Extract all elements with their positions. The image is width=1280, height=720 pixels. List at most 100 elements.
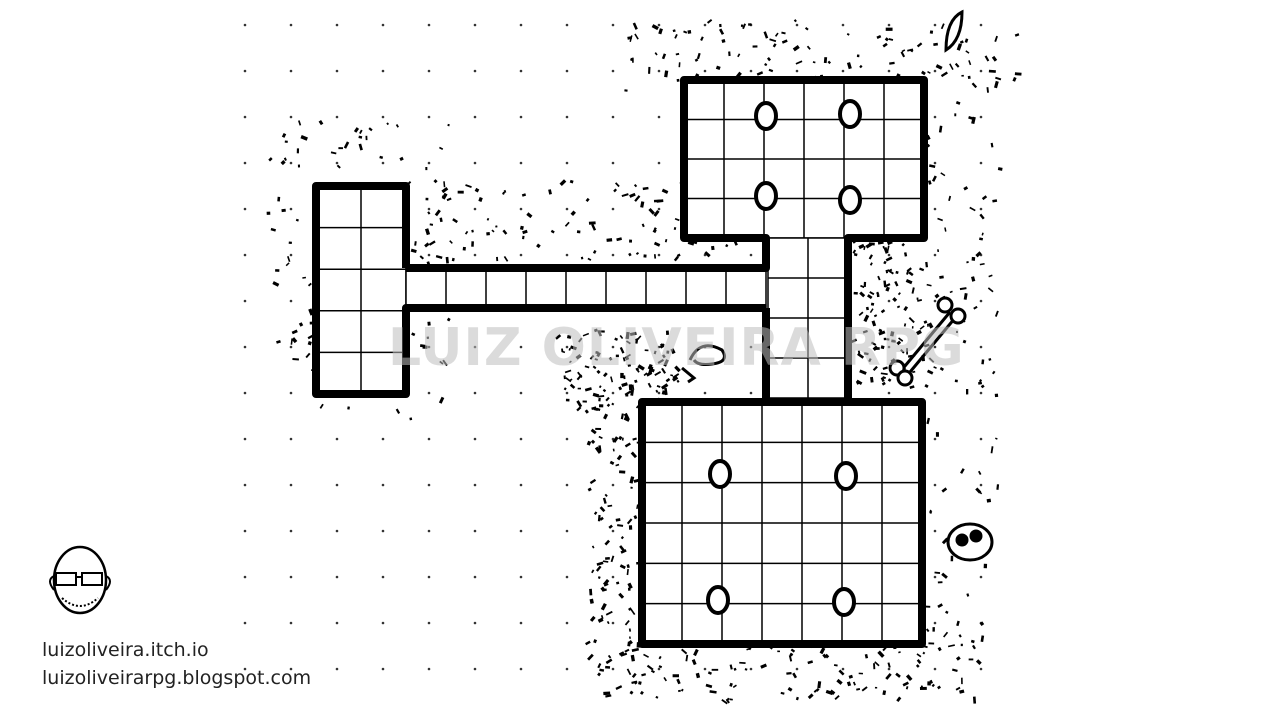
rubble (638, 681, 642, 685)
rubble (926, 417, 930, 425)
rubble (780, 691, 785, 695)
rubble (857, 352, 865, 359)
rubble (589, 478, 597, 485)
rubble (624, 89, 628, 92)
grid-dot (657, 207, 661, 211)
rubble (600, 586, 606, 592)
rubble (614, 337, 618, 341)
grid-dot (611, 391, 615, 395)
rubble (672, 29, 676, 33)
rubble (569, 179, 574, 184)
rubble (700, 36, 704, 41)
rubble (677, 689, 681, 693)
rubble (641, 673, 647, 677)
rubble (978, 378, 983, 383)
rubble (309, 321, 313, 325)
blog-link[interactable]: luizoliveirarpg.blogspot.com (42, 667, 312, 689)
rubble (672, 373, 680, 379)
grid-dot (473, 69, 477, 73)
rubble (687, 30, 692, 34)
rubble (577, 387, 582, 390)
rubble (880, 377, 885, 382)
rubble (903, 305, 909, 312)
grid-dot (519, 391, 523, 395)
rubble (927, 322, 934, 329)
rubble (283, 157, 287, 161)
rubble (338, 147, 344, 150)
rubble (607, 654, 612, 659)
rubble (307, 340, 312, 346)
rubble (600, 614, 604, 619)
rubble (585, 197, 590, 202)
rubble (628, 639, 633, 645)
rubble (587, 487, 592, 492)
rubble (781, 39, 788, 44)
rubble (769, 38, 777, 43)
rubble (594, 446, 602, 454)
rubble (631, 647, 640, 652)
grid-dot (611, 115, 615, 119)
rubble (291, 329, 298, 335)
rubble (593, 511, 598, 515)
rubble (883, 260, 887, 265)
rubble (1014, 33, 1020, 37)
rubble (465, 184, 472, 188)
rubble (653, 254, 657, 259)
rubble (561, 348, 564, 353)
rubble (963, 186, 969, 191)
grid-dot (979, 23, 983, 27)
snake-icon (681, 344, 726, 384)
rubble (598, 435, 603, 439)
rubble (786, 671, 792, 675)
rubble (979, 237, 984, 241)
rubble (991, 370, 996, 375)
grid-dot (657, 253, 661, 257)
grid-dot (565, 437, 569, 441)
rubble (990, 142, 994, 148)
itch-link[interactable]: luizoliveira.itch.io (42, 639, 209, 661)
grid-dot (519, 115, 523, 119)
rubble (593, 639, 598, 644)
rubble (792, 672, 798, 679)
rubble (916, 329, 922, 336)
rubble (882, 366, 888, 371)
rubble (911, 326, 914, 329)
rubble (626, 340, 631, 345)
rubble (672, 376, 679, 382)
rubble (992, 199, 998, 203)
grid-dot (473, 253, 477, 257)
rubble (606, 620, 610, 625)
rubble (664, 70, 669, 78)
rubble (863, 352, 869, 356)
rubble (846, 681, 852, 687)
rubble (817, 681, 822, 689)
rubble (990, 446, 994, 454)
grid-dot (749, 253, 753, 257)
rubble (866, 294, 873, 300)
rubble (919, 267, 925, 272)
rubble (587, 653, 594, 661)
grid-dot (243, 621, 247, 625)
rubble (586, 440, 592, 446)
rubble (628, 628, 632, 632)
rubble (994, 310, 999, 317)
rubble (452, 218, 458, 224)
rubble (972, 644, 976, 650)
rubble (343, 141, 350, 149)
grid-dot (427, 529, 431, 533)
grid-dot (611, 161, 615, 165)
rubble (983, 563, 988, 569)
rubble (630, 486, 633, 489)
grid-dot (657, 69, 661, 73)
rubble (626, 668, 632, 676)
rubble (891, 339, 895, 343)
rubble (643, 372, 648, 377)
skull-icon (946, 522, 994, 562)
rubble (848, 674, 853, 679)
rubble (863, 246, 866, 251)
grid-dot (427, 621, 431, 625)
rubble (647, 382, 652, 388)
rubble (582, 400, 587, 403)
rubble (788, 655, 793, 662)
rubble (365, 135, 368, 141)
